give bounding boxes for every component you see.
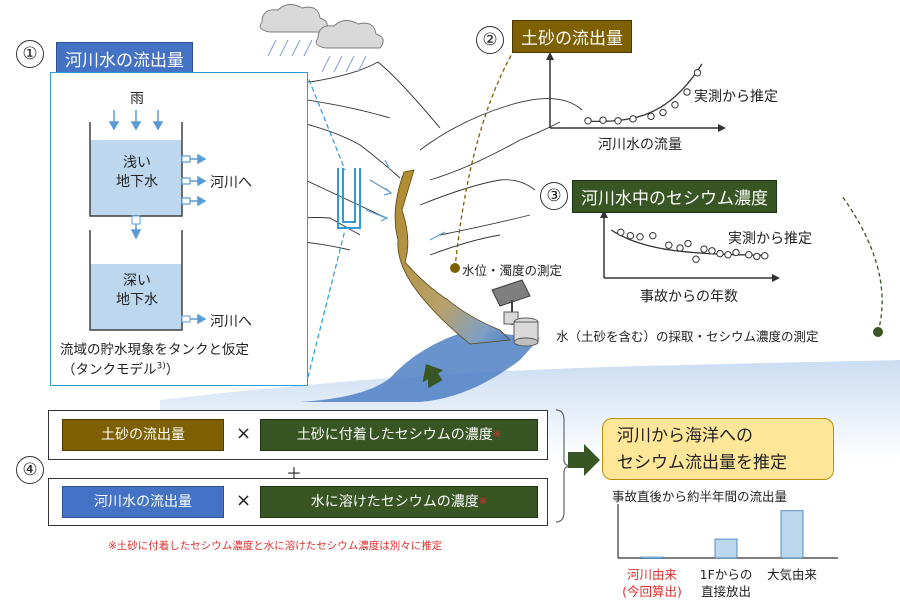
- sediment-data-point: [683, 88, 691, 96]
- tank-model-diagram: [89, 110, 207, 331]
- cesium-concentration-chart: [600, 210, 780, 282]
- tank-model-caption-2: （タンクモデル3)）: [62, 361, 180, 379]
- result-callout: 河川から海洋への セシウム流出量を推定: [602, 418, 834, 480]
- cesium-data-point: [745, 251, 753, 259]
- arrow-down-icon: [422, 364, 444, 389]
- sediment-discharge-title: 土砂の流出量: [512, 20, 632, 53]
- arrow-right-icon: [568, 444, 600, 476]
- tank-model-panel: [50, 72, 308, 386]
- cesium-data-point: [700, 245, 708, 253]
- bar-label-1: 河川由来(今回算出): [622, 567, 682, 599]
- rain-cloud-icon: [259, 4, 384, 49]
- bar-3: [780, 510, 804, 559]
- to-river-label-upper: 河川へ: [210, 175, 252, 191]
- bar-label-2: 1Fからの直接放出: [699, 567, 753, 599]
- sediment-data-point: [693, 69, 702, 77]
- cesium-data-point: [617, 228, 625, 237]
- deep-groundwater-label: 深い 地下水: [116, 273, 158, 308]
- river-mouth: [300, 330, 540, 402]
- sediment-cesium-term: 土砂に付着したセシウムの濃度※: [260, 419, 538, 451]
- bar-chart-title: 事故直後から約半年間の流出量: [612, 489, 788, 504]
- water-level-turbidity-label: 水位・濁度の測定: [462, 263, 563, 278]
- footnote: ※土砂に付着したセシウム濃度と水に溶けたセシウム濃度は別々に推定: [108, 540, 443, 552]
- step-number-3: ③: [540, 182, 568, 210]
- river-water-discharge-term: 河川水の流出量: [62, 486, 224, 518]
- step-number-1: ①: [16, 40, 44, 68]
- times-sign-1: ×: [236, 423, 252, 444]
- cesium-data-point: [649, 231, 657, 240]
- sediment-data-point: [671, 101, 679, 109]
- rain-label: 雨: [130, 91, 144, 107]
- sediment-data-point: [629, 115, 637, 123]
- sediment-data-point: [599, 116, 607, 124]
- sediment-curve-label: 実測から推定: [694, 89, 778, 105]
- cesium-fit-curve: [610, 229, 768, 256]
- step-number-4: ④: [16, 456, 44, 484]
- monitoring-station-icon: [491, 279, 539, 347]
- shallow-groundwater-label: 浅い 地下水: [116, 155, 158, 190]
- bar-1: [640, 556, 664, 559]
- times-sign-2: ×: [236, 490, 252, 511]
- stream-gauge: [337, 168, 361, 229]
- bar-2: [714, 538, 738, 559]
- cesium-concentration-title: 河川水中のセシウム濃度: [572, 180, 777, 213]
- river-water-discharge-title: 河川水の流出量: [56, 42, 193, 75]
- cesium-data-point: [692, 255, 700, 263]
- bar-label-3: 大気由来: [766, 567, 817, 582]
- cesium-data-point: [761, 252, 769, 260]
- cesium-data-point: [676, 244, 684, 252]
- sediment-data-point: [584, 117, 592, 125]
- sediment-data-point: [659, 108, 667, 117]
- dissolved-cesium-term: 水に溶けたセシウムの濃度※: [260, 486, 538, 518]
- cesium-data-point: [665, 241, 673, 249]
- step-number-2: ②: [476, 26, 504, 54]
- to-river-label-lower: 河川へ: [210, 314, 252, 330]
- cesium-data-point: [724, 251, 732, 259]
- tank-model-caption: 流域の貯水現象をタンクと仮定: [60, 342, 249, 358]
- sediment-data-point: [614, 117, 622, 125]
- river: [394, 169, 511, 345]
- outflow-bar-chart: [617, 504, 838, 559]
- cesium-data-point: [684, 239, 692, 248]
- sediment-chart-xlabel: 河川水の流量: [598, 137, 682, 153]
- cesium-data-point: [716, 249, 724, 258]
- sediment-discharge-chart: [546, 52, 726, 132]
- cesium-curve-label: 実測から推定: [728, 231, 812, 247]
- cesium-data-point: [636, 233, 644, 241]
- sediment-discharge-term: 土砂の流出量: [62, 419, 224, 451]
- cesium-data-point: [753, 252, 761, 261]
- cesium-chart-xlabel: 事故からの年数: [640, 289, 738, 305]
- cesium-data-point: [732, 248, 740, 257]
- cesium-data-point: [708, 247, 716, 255]
- water-sampling-label: 水（土砂を含む）の採取・セシウム濃度の測定: [556, 329, 819, 344]
- sediment-data-point: [647, 112, 655, 121]
- cesium-data-point: [626, 231, 635, 240]
